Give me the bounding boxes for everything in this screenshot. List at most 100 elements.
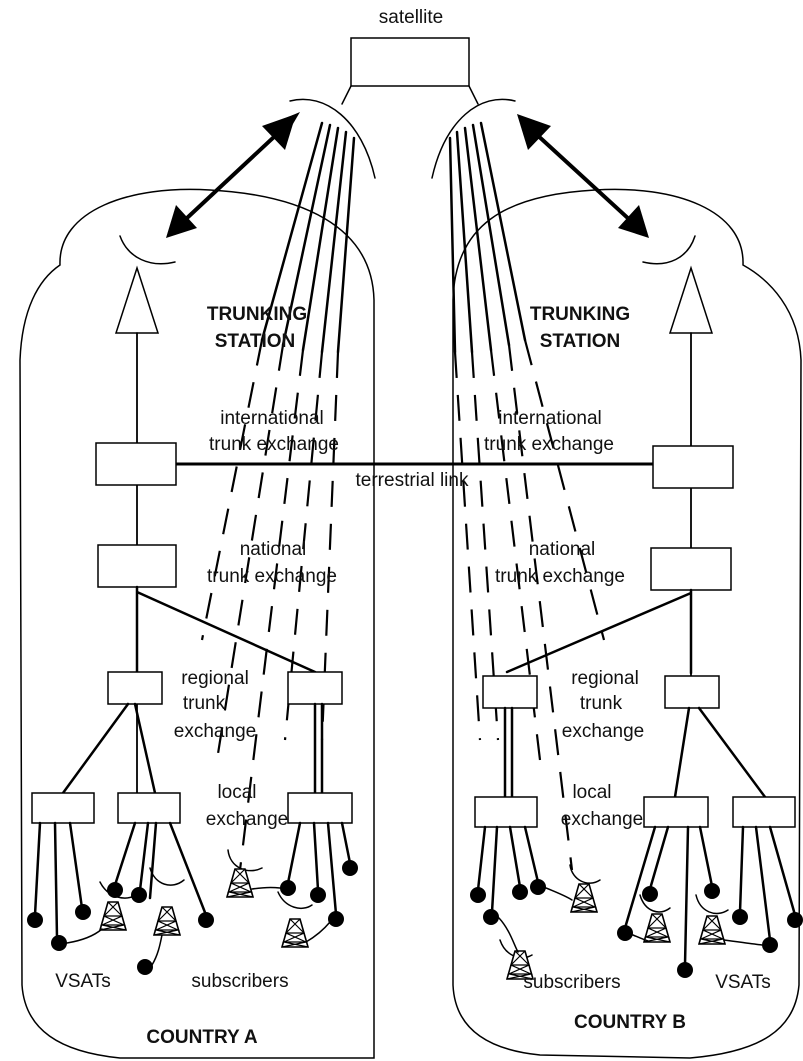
local-exchange-b2 <box>643 796 709 828</box>
national-exchange-b <box>650 547 732 591</box>
terrestrial-link-label: terrestrial link <box>356 470 469 491</box>
antenna-b-icon <box>668 265 714 334</box>
subscriber-icon <box>762 937 778 953</box>
exchange-b-label-1: exchange <box>562 721 644 742</box>
trunking-station-a-label-2: STATION <box>215 331 296 352</box>
subscriber-icon <box>530 879 546 895</box>
trunk-exchange-b-label-2: trunk exchange <box>495 566 625 587</box>
regional-b-label: regional <box>571 668 639 689</box>
vsat-b-1 <box>545 864 601 913</box>
regional-exchange-a2 <box>287 671 343 705</box>
antenna-a-icon <box>114 265 160 334</box>
subscriber-icon <box>704 883 720 899</box>
links-regional-local-b <box>503 706 767 799</box>
subscriber-icon <box>512 884 528 900</box>
tower-icon <box>698 915 726 945</box>
country-b-label: COUNTRY B <box>574 1012 686 1033</box>
subscriber-icon <box>51 935 67 951</box>
dish-a-icon <box>119 235 176 265</box>
subscriber-icon <box>677 962 693 978</box>
national-b-label: national <box>529 539 596 560</box>
trunk-b-label: trunk <box>580 693 623 714</box>
subscriber-icon <box>342 860 358 876</box>
regional-a-label: regional <box>181 668 249 689</box>
satellite-antenna-left-arm <box>341 85 352 105</box>
vsat-b-2 <box>498 917 534 980</box>
trunking-station-b-label-1: TRUNKING <box>530 304 630 325</box>
tower-icon <box>226 868 254 898</box>
vsats-a-label: VSATs <box>55 971 111 992</box>
subscriber-icon <box>787 912 803 928</box>
subscriber-icon <box>470 887 486 903</box>
tower-icon <box>153 906 181 936</box>
exchange-b-label-2: exchange <box>561 809 643 830</box>
subscriber-icon <box>310 887 326 903</box>
subscribers-a-label: subscribers <box>191 971 288 992</box>
subscriber-icon <box>732 909 748 925</box>
satellite-dish-left-icon <box>289 98 376 179</box>
tower-icon <box>99 901 127 931</box>
international-exchange-b <box>652 445 734 489</box>
exchange-a-label-2: exchange <box>206 809 288 830</box>
tower-icon <box>281 918 309 948</box>
local-exchange-b3 <box>732 796 796 828</box>
subscriber-icon <box>642 886 658 902</box>
subscriber-lines-b <box>476 825 797 967</box>
vsat-a-4 <box>277 891 331 948</box>
subscriber-icon <box>137 959 153 975</box>
regional-exchange-b1 <box>482 675 538 709</box>
satellite-antenna-right-arm <box>468 85 479 105</box>
local-a-label: local <box>217 782 256 803</box>
regional-exchange-b2 <box>664 675 720 709</box>
satellite-dish-right-icon <box>431 98 516 179</box>
local-exchange-a3 <box>287 792 353 824</box>
subscriber-lines-a <box>33 821 352 940</box>
trunking-station-b-label-2: STATION <box>540 331 621 352</box>
country-b-outline <box>452 188 802 1059</box>
subscribers-b-label: subscribers <box>523 972 620 993</box>
dish-b-icon <box>642 235 696 265</box>
national-exchange-a <box>97 544 177 588</box>
subscriber-icon <box>617 925 633 941</box>
trunk-exchange-b-label-1: trunk exchange <box>484 434 614 455</box>
links-regional-local-a <box>61 702 324 795</box>
vsat-a-3 <box>226 849 281 898</box>
local-b-label: local <box>572 782 611 803</box>
tower-icon <box>643 913 671 943</box>
vsat-a-2 <box>149 867 185 966</box>
country-a-outline <box>19 188 375 1059</box>
trunk-exchange-a-label-1: trunk exchange <box>209 434 339 455</box>
subscriber-icon <box>328 911 344 927</box>
trunking-station-a-label-1: TRUNKING <box>207 304 307 325</box>
trunk-a-label: trunk <box>183 693 226 714</box>
country-a-label: COUNTRY A <box>146 1027 257 1048</box>
subscriber-icon <box>198 912 214 928</box>
vsat-a-1 <box>66 881 139 944</box>
exchange-a-label-1: exchange <box>174 721 256 742</box>
local-exchange-b1 <box>474 796 538 828</box>
local-exchange-a2 <box>117 792 181 824</box>
uplink-arrow-a <box>166 112 300 238</box>
regional-exchange-a1 <box>107 671 163 705</box>
subscriber-icon <box>27 912 43 928</box>
vsats-b-label: VSATs <box>715 972 771 993</box>
subscribers-b <box>470 879 803 978</box>
subscriber-icon <box>483 909 499 925</box>
satellite-icon <box>350 37 470 87</box>
beam-group-a <box>200 121 356 871</box>
links-national-regional-b <box>505 588 693 675</box>
national-a-label: national <box>240 539 307 560</box>
subscriber-icon <box>75 904 91 920</box>
vsat-b-4 <box>695 894 763 946</box>
tower-icon <box>570 883 598 913</box>
vsat-b-3 <box>632 894 671 943</box>
uplink-arrow-b <box>517 114 649 238</box>
local-exchange-a1 <box>31 792 95 824</box>
subscriber-icon <box>131 887 147 903</box>
satellite-label: satellite <box>379 7 443 28</box>
subscribers-a <box>27 860 358 975</box>
subscriber-icon <box>280 880 296 896</box>
international-exchange-a <box>95 442 177 486</box>
international-b-label: international <box>498 408 602 429</box>
